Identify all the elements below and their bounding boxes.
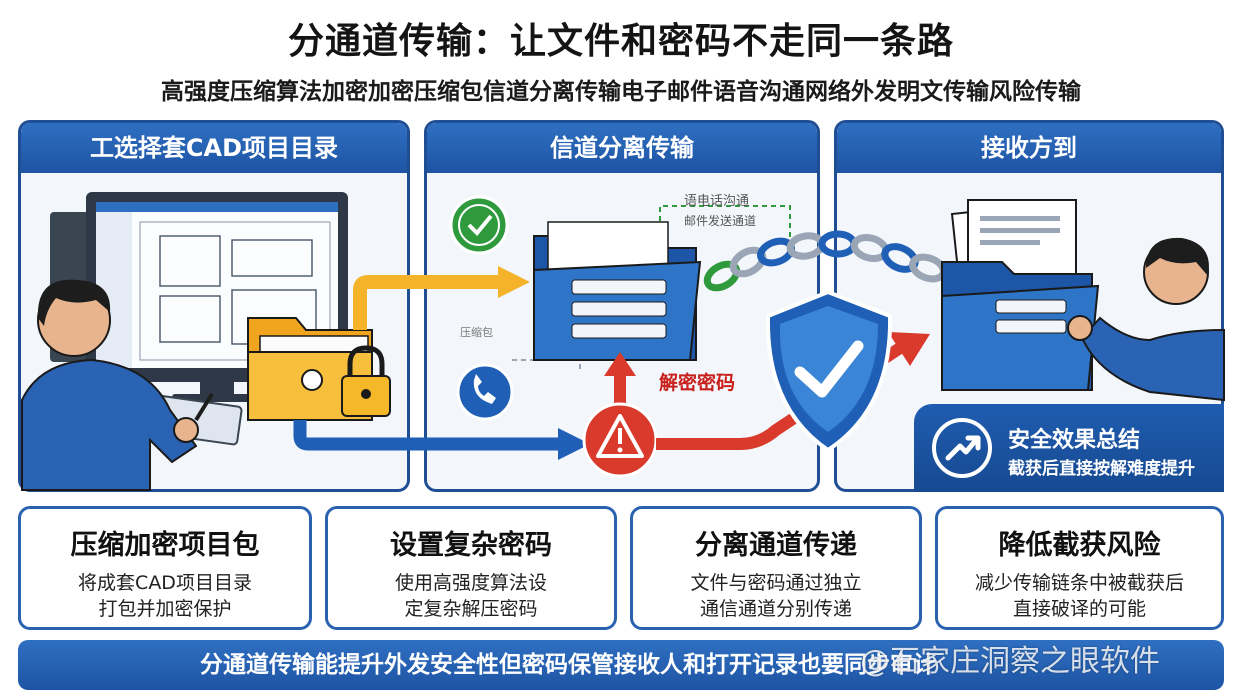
phone-icon <box>456 363 514 421</box>
receiver-folder-icon <box>941 261 1100 391</box>
card-desc-line: 将成套CAD项目目录 <box>78 572 252 594</box>
card-desc-line: 打包并加密保护 <box>98 598 232 620</box>
card-desc-line: 直接破译的可能 <box>1012 598 1146 620</box>
chain-icon <box>703 230 947 292</box>
card-desc-line: 使用高强度算法设 <box>394 572 547 594</box>
summary-box: 安全效果总结 截获后直接按解难度提升 <box>914 404 1224 492</box>
card-desc-line: 文件与密码通过独立 <box>690 572 862 594</box>
padlock-icon <box>341 345 391 417</box>
card-title: 降低截获风险 <box>998 530 1161 561</box>
footer-banner: 分通道传输能提升外发安全性但密码保管接收人和打开记录也要同步审计 <box>18 640 1224 690</box>
summary-icon <box>932 418 992 478</box>
summary-desc: 截获后直接按解难度提升 <box>1008 459 1195 479</box>
panel-channel-separation-title: 信道分离传输 <box>427 123 817 173</box>
shield-icon <box>765 289 893 453</box>
card-separate-channels: 分离通道传递 文件与密码通过独立 通信通道分别传递 <box>630 506 922 630</box>
card-title: 分离通道传递 <box>695 530 857 561</box>
card-set-password: 设置复杂密码 使用高强度算法设 定复杂解压密码 <box>325 506 617 630</box>
card-desc-line: 通信通道分别传递 <box>699 598 852 620</box>
archive-label: 压缩包 <box>460 326 493 339</box>
receiver-person-icon <box>1067 237 1225 402</box>
card-reduce-risk: 降低截获风险 减少传输链条中被截获后 直接破译的可能 <box>935 506 1224 630</box>
checkmark-icon <box>449 195 509 255</box>
red-arrow <box>656 332 930 450</box>
blue-folder-icon <box>533 221 702 361</box>
yellow-arrow <box>353 266 530 330</box>
card-title: 压缩加密项目包 <box>70 530 260 561</box>
page-subtitle: 高强度压缩算法加密加密压缩包信道分离传输电子邮件语音沟通网络外发明文传输风险传输 <box>161 79 1081 105</box>
mail-channel-label: 邮件发送通道 <box>684 214 757 228</box>
watermark: @石家庄洞察之眼软件 <box>860 644 1160 679</box>
warning-icon <box>582 402 658 478</box>
trend-up-icon <box>945 435 981 461</box>
page-title: 分通道传输：让文件和密码不走同一条路 <box>287 21 954 62</box>
red-up-arrow <box>604 352 636 406</box>
card-compress-encrypt: 压缩加密项目包 将成套CAD项目目录 打包并加密保护 <box>18 506 312 630</box>
card-desc-line: 定复杂解压密码 <box>404 598 538 620</box>
card-title: 设置复杂密码 <box>390 530 552 561</box>
summary-title: 安全效果总结 <box>1008 428 1141 453</box>
panel-select-directory-title: 工选择套CAD项目目录 <box>21 123 407 173</box>
person-icon <box>21 279 243 491</box>
card-desc-line: 减少传输链条中被截获后 <box>974 572 1184 594</box>
decrypt-password-label: 解密密码 <box>659 372 736 394</box>
panel-receiver-title: 接收方到 <box>837 123 1221 173</box>
voice-channel-label: 语电话沟通 <box>684 194 750 209</box>
blue-arrow <box>293 420 590 460</box>
